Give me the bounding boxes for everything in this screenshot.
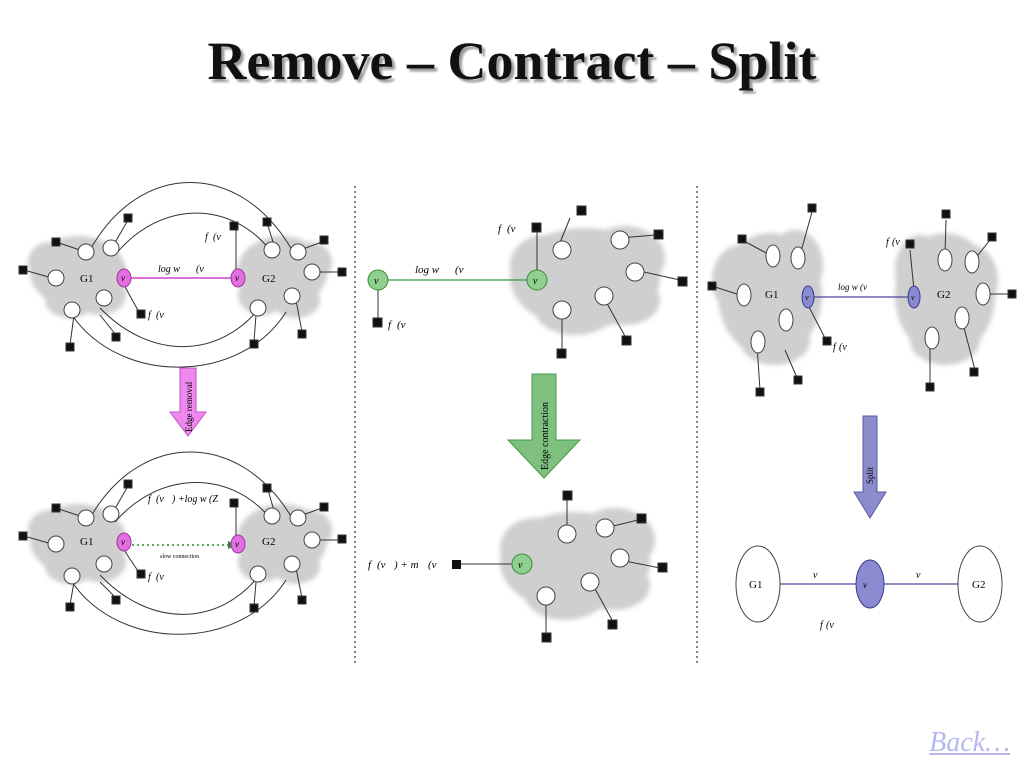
svg-text:(v: (v [377,559,386,571]
svg-text:v: v [805,293,809,302]
panel2-top-diagram: v v log w (v f (v f (v [367,205,688,359]
back-link[interactable]: Back… [929,727,1010,758]
svg-text:G2: G2 [262,536,275,548]
edge-contraction-arrow: Edge contraction [506,373,582,479]
svg-text:log w: log w [838,282,858,292]
svg-text:f: f [833,342,837,353]
label-g1: G1 [80,273,93,285]
svg-text:v: v [916,570,921,581]
svg-text:Edge removal: Edge removal [184,381,194,432]
svg-text:v: v [235,539,239,549]
svg-text:(v: (v [196,264,204,275]
svg-text:v: v [518,560,523,571]
svg-text:v: v [374,276,379,287]
svg-text:f: f [148,572,152,583]
panel1-bottom-diagram: G1 G2 v v slow connection f (v ) +log w … [18,451,347,635]
svg-text:(v: (v [428,559,437,571]
svg-text:(v: (v [156,494,164,505]
svg-text:(v: (v [213,232,221,243]
svg-text:f: f [820,620,824,631]
svg-text:(v: (v [156,572,164,583]
slow-connection-label: slow connection [160,554,199,560]
slide-title: Remove – Contract – Split [207,31,817,91]
node-vj-p2 [526,269,548,291]
fi-label: f [148,310,152,321]
svg-text:v: v [235,273,239,283]
split-arrow: Split [853,415,887,519]
node-vi [116,268,132,288]
svg-text:(v: (v [455,264,464,276]
panel3-top-diagram: G1 G2 v v log w (v f (v f (v [707,203,1017,397]
svg-text:f: f [886,237,890,248]
bottom-node-g2 [957,545,1003,623]
svg-text:Split: Split [865,466,875,484]
bottom-node-g1 [735,545,781,623]
svg-text:Edge contraction: Edge contraction [540,402,551,470]
label-g2: G2 [262,273,275,285]
svg-text:v: v [813,570,818,581]
svg-text:(v: (v [507,223,516,235]
panel3-bottom-diagram: G1 G2 v v v f (v [735,545,1003,631]
node-vj [230,268,246,288]
svg-text:G1: G1 [765,289,778,301]
svg-text:G2: G2 [937,289,950,301]
svg-text:f: f [368,559,373,571]
svg-text:v: v [121,537,125,547]
edge-label: log w [158,264,180,275]
node-vi-p2 [367,269,389,291]
svg-text:log w: log w [415,264,440,276]
node-vj-p3 [907,285,921,309]
svg-text:v: v [121,273,125,283]
svg-text:) +log w: ) +log w [171,494,207,505]
svg-text:f: f [388,319,393,331]
svg-text:(v: (v [839,342,847,353]
svg-text:v: v [911,293,915,302]
svg-text:G1: G1 [749,579,762,591]
svg-text:) + m: ) + m [393,559,419,571]
bottom-node-merged [855,559,885,609]
svg-text:f: f [148,494,152,505]
edge-removal-arrow: Edge removal [169,367,207,437]
svg-text:v: v [863,580,867,590]
svg-text:v: v [533,276,538,287]
node-vi-p3 [801,285,815,309]
panel1-top-diagram: G1 G2 v v log w (v f (v f (v [18,182,347,368]
svg-text:(v: (v [826,620,834,631]
svg-text:(v: (v [397,319,406,331]
svg-text:f: f [498,223,503,235]
svg-text:(v: (v [860,282,867,292]
fj-label: f [205,232,209,243]
svg-text:(v: (v [892,237,900,248]
svg-text:(Z: (Z [209,494,218,505]
svg-text:G2: G2 [972,579,985,591]
panel2-bottom-diagram: v f (v ) + m (v [368,490,668,643]
svg-text:(v: (v [156,310,164,321]
svg-text:G1: G1 [80,536,93,548]
